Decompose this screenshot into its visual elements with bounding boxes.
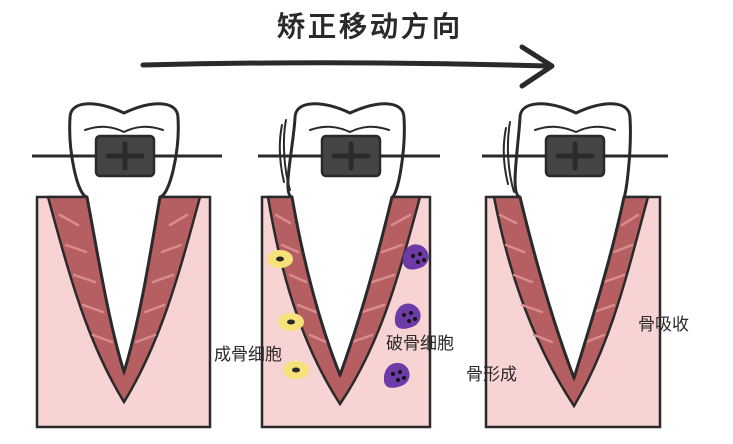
- tooth-crown-contour: [534, 125, 616, 134]
- ligament-fibers: [58, 213, 189, 344]
- bracket-icon: [544, 134, 606, 178]
- stage-panel-initial: [32, 102, 222, 429]
- stage-panel-cells: [258, 102, 440, 429]
- tooth-crown-contour: [309, 125, 390, 134]
- diagram-title: 矫正移动方向: [277, 10, 463, 43]
- ligament-fibers: [498, 213, 640, 344]
- label-osteoblast: 成骨细胞: [214, 345, 282, 365]
- osteoblast-cell-icon: [278, 313, 304, 331]
- tooth-crown-contour: [84, 125, 164, 134]
- osteoclast-cell-icon: [394, 303, 421, 329]
- osteoclast-cell-icon: [402, 244, 429, 270]
- ligament-fibers: [274, 213, 412, 344]
- osteoclast-cell-icon: [383, 362, 410, 388]
- label-osteoclast: 破骨细胞: [386, 334, 454, 354]
- bracket-icon: [94, 134, 156, 178]
- stage-panel-moved: [482, 102, 668, 429]
- arrow-right-icon: [140, 44, 555, 89]
- osteoblast-cell-icon: [267, 250, 293, 268]
- osteoblast-cell-icon: [283, 361, 309, 379]
- bracket-icon: [320, 134, 382, 178]
- label-bone-resorption: 骨吸收: [638, 315, 689, 335]
- label-bone-formation: 骨形成: [466, 365, 517, 385]
